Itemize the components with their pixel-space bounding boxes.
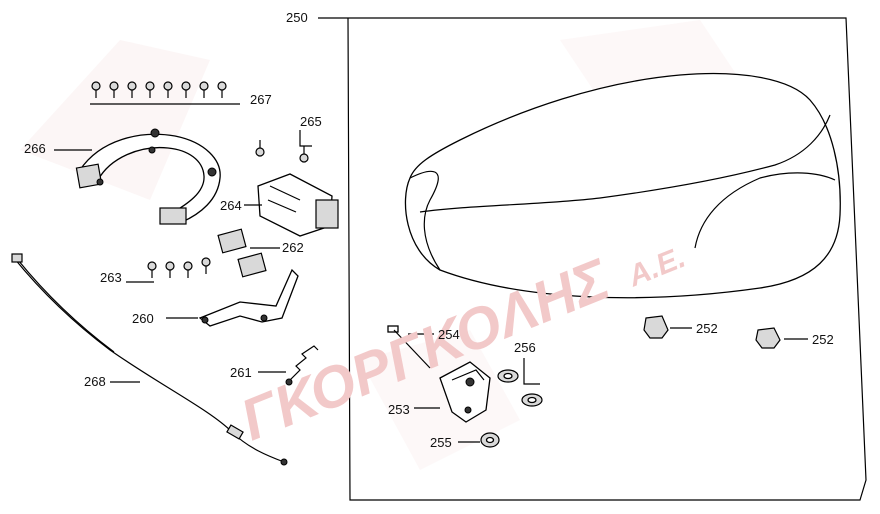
grab-rail-266	[54, 128, 221, 225]
clips-262	[217, 228, 280, 278]
cable-268	[11, 253, 288, 466]
callout-260: 260	[132, 311, 154, 326]
lever-bracket-260	[166, 268, 299, 327]
screws-263	[126, 257, 211, 283]
hinge-bracket-253	[414, 361, 491, 423]
callout-255: 255	[430, 435, 452, 450]
screws-267	[90, 81, 240, 105]
callout-253: 253	[388, 402, 410, 417]
nut-255	[458, 432, 500, 448]
callout-265: 265	[300, 114, 322, 129]
callout-263: 263	[100, 270, 122, 285]
bumper-252-b	[755, 327, 808, 349]
callout-252-b: 252	[812, 332, 834, 347]
bumper-252-a	[643, 315, 692, 339]
callout-264: 264	[220, 198, 242, 213]
actuator-264	[244, 173, 339, 237]
callout-267: 267	[250, 92, 272, 107]
spring-261	[258, 345, 319, 386]
seat-250	[404, 72, 841, 299]
callout-labels: 250 252 252 253 254 255 256 260 261 262 …	[24, 10, 834, 450]
callout-252-a: 252	[696, 321, 718, 336]
grommet-256	[497, 358, 543, 407]
callout-256: 256	[514, 340, 536, 355]
screws-265	[255, 130, 312, 163]
callout-268: 268	[84, 374, 106, 389]
callout-266: 266	[24, 141, 46, 156]
pin-254	[387, 325, 434, 369]
callout-262: 262	[282, 240, 304, 255]
seat-group-frame	[318, 17, 867, 501]
callout-250: 250	[286, 10, 308, 25]
callout-261: 261	[230, 365, 252, 380]
callout-254: 254	[438, 327, 460, 342]
